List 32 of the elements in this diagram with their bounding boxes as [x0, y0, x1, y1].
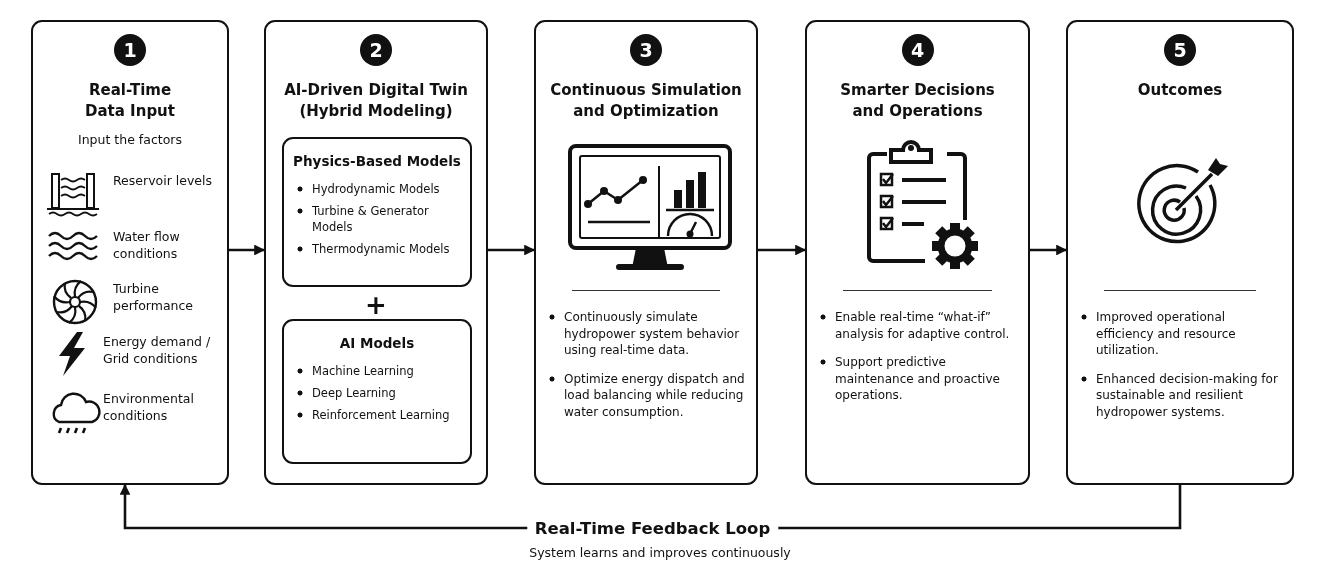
arrow — [758, 244, 807, 256]
step-number: 5 — [1164, 34, 1196, 66]
model-group-box — [282, 319, 472, 464]
stage-title: Outcomes — [1136, 80, 1224, 101]
factor-label: Energy demand / Grid conditions — [103, 333, 212, 367]
step-number: 3 — [630, 34, 662, 66]
stage-panel — [805, 20, 1030, 485]
stage-title: AI-Driven Digital Twin (Hybrid Modeling) — [283, 80, 469, 122]
factor-label: Environmental conditions — [103, 390, 195, 424]
stage-title: Smarter Decisions and Operations — [839, 80, 996, 122]
factor-label: Turbine performance — [113, 280, 195, 314]
factor-label: Reservoir levels — [113, 172, 214, 189]
arrow — [1030, 244, 1068, 256]
step-number: 4 — [901, 34, 934, 66]
model-group-box — [282, 137, 472, 287]
stage-panel — [31, 20, 229, 485]
step-number: 1 — [114, 34, 146, 66]
plus-sign: + — [364, 292, 388, 318]
subtitle: Input the factors — [77, 132, 183, 147]
bullet-point: Optimize energy dispatch and load balancing while reducing water consumption. — [548, 370, 746, 420]
group-heading: AI Models — [338, 335, 416, 351]
stage-panel — [264, 20, 488, 485]
stage-title: Real-Time Data Input — [84, 80, 176, 122]
group-heading: Physics-Based Models — [292, 153, 462, 169]
arrow — [488, 244, 536, 256]
factor-label: Water flow conditions — [113, 228, 181, 262]
stage-title: Continuous Simulation and Optimization — [549, 80, 743, 122]
caption-note: System learns and improves continuously — [529, 545, 791, 560]
step-number: 2 — [360, 34, 392, 66]
stage-panel — [534, 20, 758, 485]
arrow — [229, 244, 266, 256]
stage-panel — [1066, 20, 1294, 485]
